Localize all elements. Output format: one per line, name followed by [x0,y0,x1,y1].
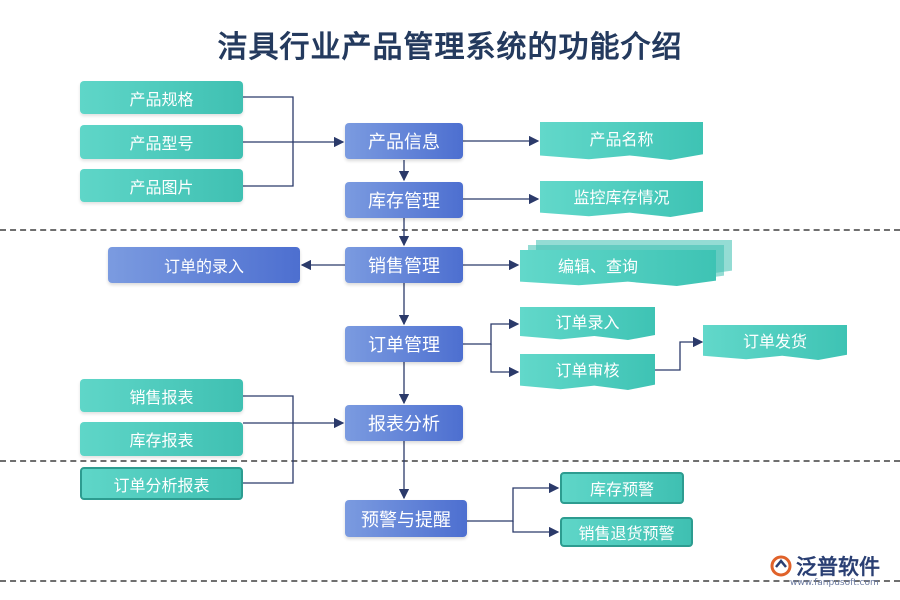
node-product-info: 产品信息 [345,123,463,159]
output-product-name: 产品名称 [540,122,703,160]
node-report: 报表分析 [345,405,463,441]
output-monitor-stock: 监控库存情况 [540,181,703,217]
input-product-image: 产品图片 [80,169,243,202]
output-order-review: 订单审核 [520,354,655,390]
divider-1 [0,229,900,231]
divider-3 [0,580,900,582]
input-stock-report: 库存报表 [80,422,243,456]
output-order-entry: 订单录入 [520,307,655,340]
logo-url: www.fanpusoft.com [790,578,879,588]
node-sales: 销售管理 [345,247,463,283]
brand-logo: 泛普软件 [770,553,892,579]
page-title: 洁具行业产品管理系统的功能介绍 [217,30,683,65]
input-product-spec: 产品规格 [80,81,243,114]
output-edit-query: 编辑、查询 [520,250,716,286]
output-stock-warning: 库存预警 [560,472,684,504]
output-return-warning: 销售退货预警 [560,517,693,547]
input-sales-report: 销售报表 [80,379,243,412]
node-order-entry-left: 订单的录入 [108,247,300,283]
fanpu-logo-icon [770,555,792,577]
output-order-ship: 订单发货 [703,325,847,360]
node-warning: 预警与提醒 [345,500,467,537]
input-product-model: 产品型号 [80,125,243,159]
node-orders: 订单管理 [345,326,463,362]
node-inventory: 库存管理 [345,182,463,218]
input-order-analysis-report: 订单分析报表 [80,467,243,500]
logo-text: 泛普软件 [796,555,880,579]
divider-2 [0,460,900,462]
